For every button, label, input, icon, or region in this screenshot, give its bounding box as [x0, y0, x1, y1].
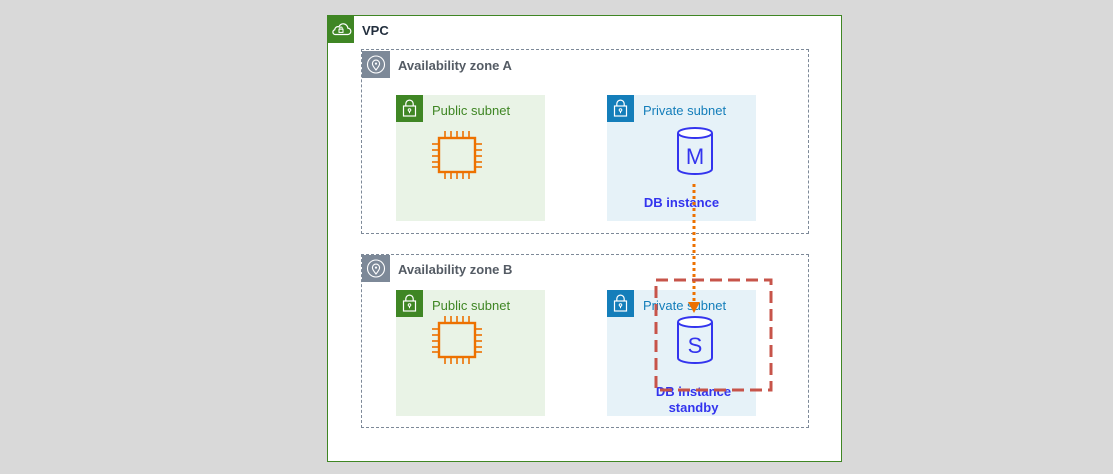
zone-b-public-subnet: Public subnet [396, 290, 545, 416]
vpc-cloud-lock-icon [332, 23, 352, 36]
highlight-rectangle [654, 278, 773, 392]
db-instance-label: DB instance [643, 195, 720, 210]
db-standby-letter: S [688, 333, 703, 358]
database-cylinder-icon: S [677, 316, 713, 364]
lock-icon [402, 294, 417, 312]
zone-a-badge [362, 51, 390, 78]
replication-arrow-head [688, 302, 700, 313]
private-subnet-title: Private subnet [643, 103, 727, 118]
db-standby-label-line1: DB instance [655, 384, 732, 399]
private-subnet-badge [607, 95, 634, 122]
zone-b-badge [362, 255, 390, 282]
zone-b-private-subnet: Private subnet S DB instance standby [607, 290, 756, 416]
public-subnet-title: Public subnet [432, 103, 511, 118]
zone-b-title: Availability zone B [398, 262, 513, 277]
public-subnet-badge [396, 95, 423, 122]
vpc-title: VPC [362, 23, 389, 38]
private-subnet-badge [607, 290, 634, 317]
location-pin-icon [366, 55, 386, 74]
zone-a-public-subnet: Public subnet [396, 95, 545, 221]
private-subnet-title: Private subnet [643, 298, 727, 313]
location-pin-icon [366, 259, 386, 278]
public-subnet-title: Public subnet [432, 298, 511, 313]
zone-a-title: Availability zone A [398, 58, 512, 73]
db-primary-letter: M [686, 144, 704, 169]
vpc-badge [328, 16, 354, 43]
lock-icon [613, 99, 628, 117]
lock-icon [402, 99, 417, 117]
lock-icon [613, 294, 628, 312]
db-standby-label-line2: standby [668, 400, 719, 415]
public-subnet-badge [396, 290, 423, 317]
database-cylinder-icon: M [677, 127, 713, 175]
ec2-instance-chip-icon [432, 131, 482, 179]
ec2-instance-chip-icon [432, 316, 482, 364]
db-standby-label: DB instance standby [607, 384, 780, 416]
zone-a-private-subnet: Private subnet M DB instance [607, 95, 756, 221]
